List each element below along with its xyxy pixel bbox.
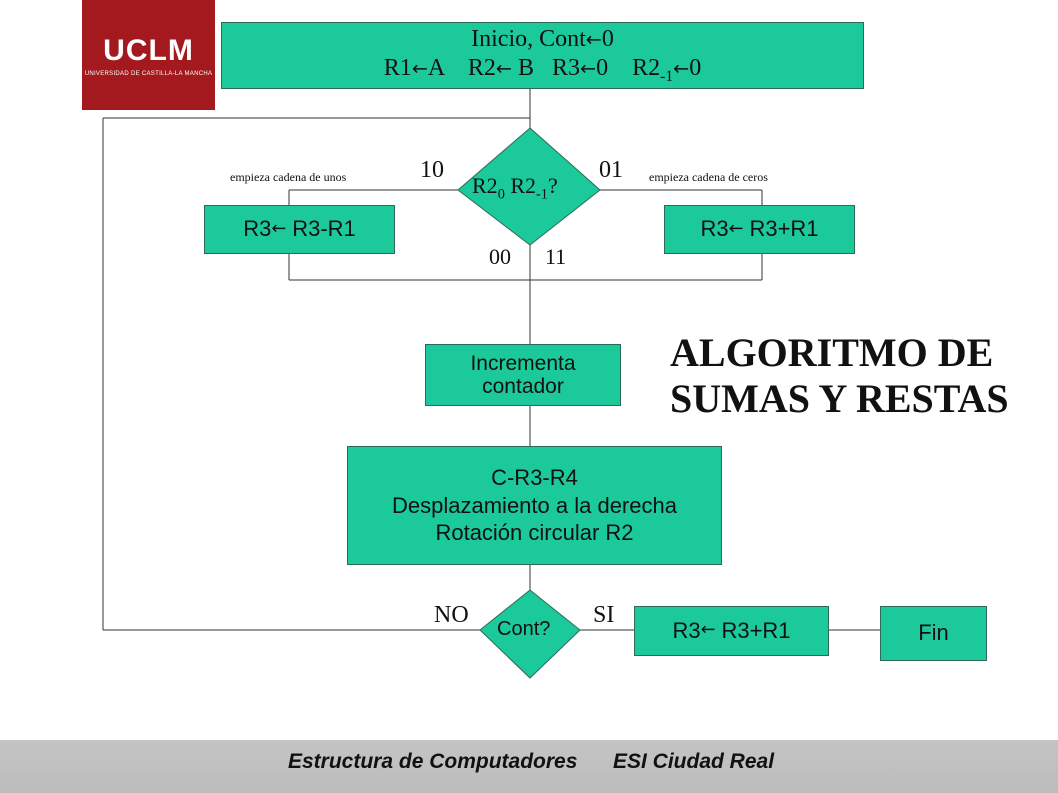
left-arrow-icon: ← — [411, 56, 428, 80]
init-line2: R1←A R2← B R3←0 R2-1←0 — [384, 55, 701, 85]
decision-diamond-bits — [457, 127, 601, 246]
sub-b: R3-R1 — [286, 216, 356, 242]
title-line1: ALGORITMO DE — [670, 330, 994, 375]
slide-title: ALGORITMO DE SUMAS Y RESTAS — [670, 330, 1009, 422]
label-si: SI — [593, 602, 615, 628]
r2-value: B — [512, 54, 535, 81]
final-add-a: R3 — [672, 617, 701, 643]
logo-text: UCLM — [103, 33, 194, 67]
r3-value: 0 — [596, 54, 609, 81]
r2m-value: 0 — [689, 54, 702, 81]
code-10: 10 — [420, 157, 444, 183]
increment-box: Incrementa contador — [425, 344, 621, 406]
final-add-box: R3← R3+R1 — [634, 606, 829, 656]
left-arrow-icon: ← — [728, 218, 744, 239]
footer-school: ESI Ciudad Real — [613, 750, 775, 773]
final-add-b: R3+R1 — [715, 617, 791, 643]
logo-subtitle: UNIVERSIDAD DE CASTILLA-LA MANCHA — [84, 70, 213, 77]
label-no: NO — [434, 602, 469, 628]
shift-box: C-R3-R4 Desplazamiento a la derecha Rota… — [347, 446, 722, 565]
subtract-box: R3← R3-R1 — [204, 205, 395, 254]
decision-bits-text: R20 R2-1? — [472, 173, 558, 203]
code-00: 00 — [489, 244, 511, 269]
r2b-text: R2 — [510, 173, 537, 198]
increment-line2: contador — [482, 375, 564, 398]
r1-value: A — [427, 54, 444, 81]
r2-label: R2 — [467, 54, 496, 81]
code-11: 11 — [545, 244, 567, 269]
code-01: 01 — [599, 157, 623, 183]
shift-line1: C-R3-R4 — [491, 465, 578, 491]
flow-connectors — [102, 89, 880, 679]
r2m-label: R2 — [632, 54, 661, 81]
sub-a: R3 — [243, 216, 272, 242]
add-b: R3+R1 — [743, 216, 819, 242]
note-ceros: empieza cadena de ceros — [649, 170, 768, 184]
left-arrow-icon: ← — [700, 620, 716, 641]
shift-line2: Desplazamiento a la derecha — [392, 492, 677, 518]
footer-bar: Estructura de Computadores ESI Ciudad Re… — [0, 740, 1058, 793]
fin-box: Fin — [880, 606, 987, 661]
uclm-logo: UCLM UNIVERSIDAD DE CASTILLA-LA MANCHA — [82, 0, 215, 110]
r1-label: R1 — [383, 54, 412, 81]
init-value: 0 — [601, 26, 614, 53]
decision-count-text: Cont? — [497, 618, 551, 640]
left-arrow-icon: ← — [585, 28, 602, 52]
question-mark: ? — [547, 173, 558, 198]
sub-0: 0 — [497, 186, 505, 203]
add-box: R3← R3+R1 — [664, 205, 855, 254]
init-box: Inicio, Cont←0 R1←A R2← B R3←0 R2-1←0 — [221, 22, 864, 89]
left-arrow-icon: ← — [271, 218, 287, 239]
note-unos: empieza cadena de unos — [230, 170, 347, 184]
footer-course: Estructura de Computadores — [288, 750, 578, 773]
increment-line1: Incrementa — [470, 351, 576, 375]
sub-m1: -1 — [536, 186, 548, 203]
left-arrow-icon: ← — [673, 56, 690, 80]
add-a: R3 — [700, 216, 729, 242]
init-line1: Inicio, Cont←0 — [471, 26, 614, 52]
fin-text: Fin — [918, 620, 949, 646]
init-text: Inicio, Cont — [471, 26, 586, 53]
r2m-subscript: -1 — [660, 67, 674, 85]
title-line2: SUMAS Y RESTAS — [670, 376, 1009, 421]
left-arrow-icon: ← — [495, 56, 512, 80]
r3-label: R3 — [552, 54, 581, 81]
r2-text: R2 — [472, 173, 498, 198]
shift-line3: Rotación circular R2 — [435, 520, 634, 546]
left-arrow-icon: ← — [580, 56, 597, 80]
decision-diamond-count — [479, 589, 581, 679]
